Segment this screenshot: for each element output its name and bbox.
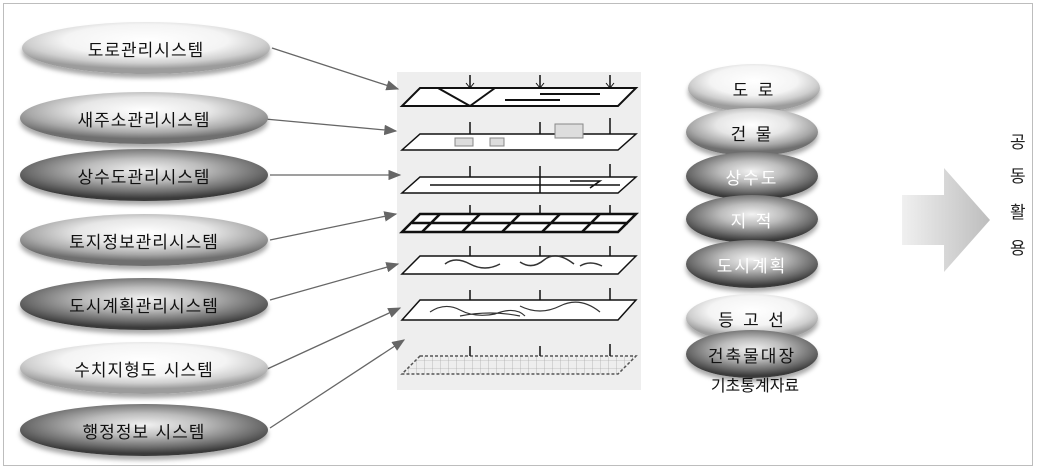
result-char-1: 공 — [1010, 133, 1026, 153]
big-right-arrow — [902, 168, 990, 272]
layer-plane-buildings — [400, 118, 638, 151]
layer-plane-urban-plan — [400, 246, 638, 275]
layer-label-urban-plan: 도시계획 — [686, 240, 818, 288]
system-digital-topo: 수치지형도 시스템 — [20, 342, 268, 394]
layer-plane-contours — [400, 288, 638, 321]
arrow-urban — [269, 262, 400, 301]
layer-label-basic-statistics: 기초통계자료 — [710, 376, 800, 395]
layer-label-water: 상수도 — [686, 152, 818, 200]
result-char-4: 용 — [1010, 239, 1026, 259]
diagram-frame — [3, 3, 1033, 466]
layer-label-building: 건 물 — [686, 108, 818, 156]
arrow-roads — [271, 47, 400, 91]
layer-plane-admin-grid — [400, 344, 638, 375]
layer-plane-roads — [399, 75, 639, 107]
system-administrative: 행정정보 시스템 — [20, 404, 268, 456]
arrow-dem — [264, 307, 402, 371]
layer-label-road: 도 로 — [688, 64, 820, 112]
layer-label-building-registry: 건축물대장 — [686, 330, 818, 378]
result-char-3: 활 — [1010, 203, 1026, 223]
system-address-management: 새주소관리시스템 — [20, 92, 268, 144]
arrow-admin — [269, 339, 406, 429]
arrow-address — [253, 117, 398, 136]
layer-plane-cadastral — [398, 205, 640, 234]
layer-plane-water — [400, 164, 638, 194]
system-water-management: 상수도관리시스템 — [20, 149, 268, 201]
arrow-land — [269, 211, 398, 241]
layer-label-cadastral: 지 적 — [686, 195, 818, 243]
system-land-information: 토지정보관리시스템 — [20, 214, 268, 266]
system-urban-planning: 도시계획관리시스템 — [20, 278, 268, 330]
system-road-management: 도로관리시스템 — [22, 22, 270, 74]
result-char-2: 동 — [1010, 167, 1026, 187]
connector-arrows — [253, 47, 406, 429]
